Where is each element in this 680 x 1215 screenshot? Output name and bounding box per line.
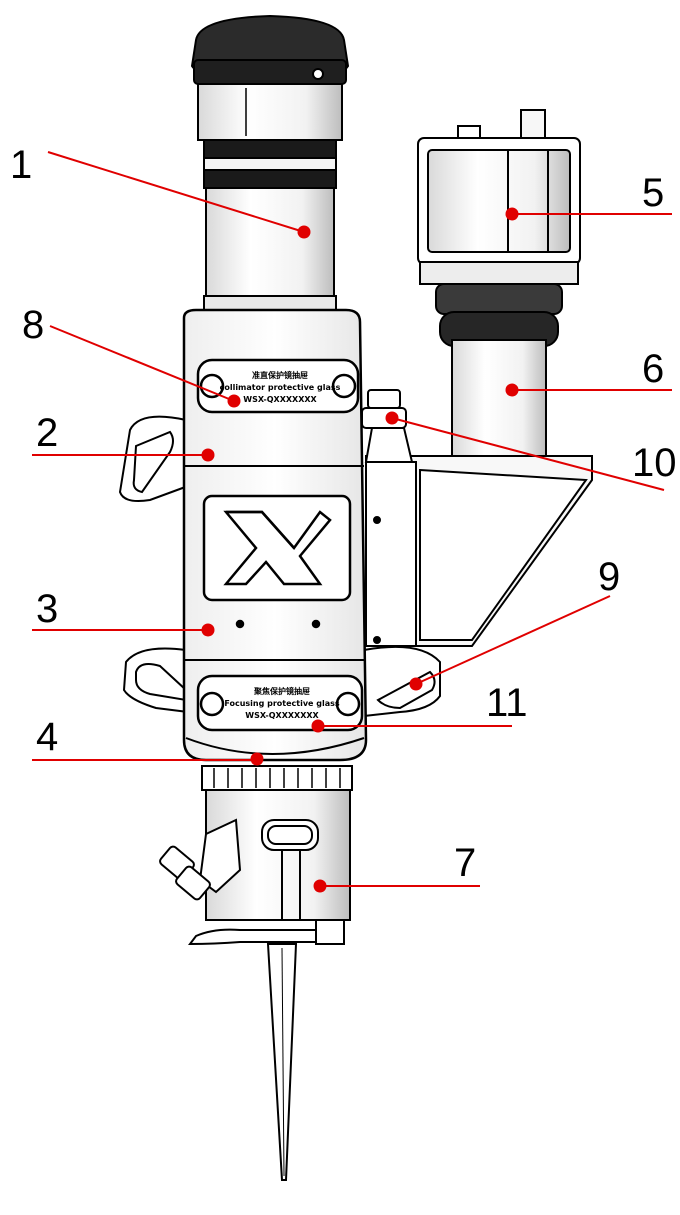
black-band [203, 139, 337, 159]
callouts: 1 2 3 4 5 6 7 [10, 143, 677, 893]
collimator-tube [205, 187, 335, 301]
marker-7 [313, 879, 327, 893]
nozzle-assembly [159, 765, 353, 1181]
callout-10: 10 [385, 411, 677, 491]
lower-plate-title: 聚焦保护镜抽屉 [253, 686, 310, 696]
side-bracket [365, 455, 593, 647]
callout-number-10: 10 [632, 441, 677, 485]
callout-8: 8 [22, 303, 241, 408]
callout-number-2: 2 [36, 411, 58, 455]
coupling [435, 283, 563, 315]
marker-6 [505, 383, 519, 397]
callout-1: 1 [10, 143, 311, 239]
lower-plate-subtitle: Focusing protective glass [224, 699, 340, 708]
callout-11: 11 [311, 681, 528, 733]
knurled-nut [201, 765, 353, 791]
collimator-assembly [190, 14, 350, 315]
grip-ring [203, 157, 337, 171]
main-body: 准直保护镜抽屉 collimator protective glass WSX-… [182, 308, 368, 762]
upper-plate-code: WSX-QXXXXXXX [243, 395, 317, 404]
callout-9: 9 [409, 555, 620, 691]
marker-11 [311, 719, 325, 733]
marker-1 [297, 225, 311, 239]
upper-plate-subtitle: collimator protective glass [220, 383, 341, 392]
marker-5 [505, 207, 519, 221]
upper-protective-glass-plate: 准直保护镜抽屉 collimator protective glass WSX-… [196, 358, 360, 414]
callout-number-3: 3 [36, 587, 58, 631]
callout-number-4: 4 [36, 715, 58, 759]
callout-number-7: 7 [454, 841, 476, 885]
callout-number-8: 8 [22, 303, 44, 347]
marker-3 [201, 623, 215, 637]
callout-5: 5 [505, 171, 672, 221]
callout-4: 4 [32, 715, 264, 766]
marker-8 [227, 394, 241, 408]
marker-10 [385, 411, 399, 425]
motor-assembly [417, 109, 581, 459]
upper-sleeve [197, 83, 343, 141]
callout-6: 6 [505, 347, 672, 397]
marker-4 [250, 752, 264, 766]
marker-9 [409, 677, 423, 691]
callout-number-5: 5 [642, 171, 664, 215]
callout-7: 7 [313, 841, 480, 893]
lower-plate-code: WSX-QXXXXXXX [245, 711, 319, 720]
air-fitting-nozzle [159, 818, 242, 901]
nozzle-tip [266, 943, 298, 1181]
marker-2 [201, 448, 215, 462]
callout-number-6: 6 [642, 347, 664, 391]
callout-number-11: 11 [486, 681, 528, 725]
callout-3: 3 [32, 587, 215, 637]
upper-plate-title: 准直保护镜抽屉 [252, 370, 308, 380]
logo-panel [202, 494, 352, 629]
callout-number-9: 9 [598, 555, 620, 599]
side-tube [451, 339, 547, 459]
callout-number-1: 1 [10, 143, 32, 187]
air-fitting-top [361, 389, 414, 463]
callout-2: 2 [32, 411, 215, 462]
black-band-2 [203, 169, 337, 189]
lower-protective-glass-plate: 聚焦保护镜抽屉 Focusing protective glass WSX-QX… [196, 674, 364, 732]
